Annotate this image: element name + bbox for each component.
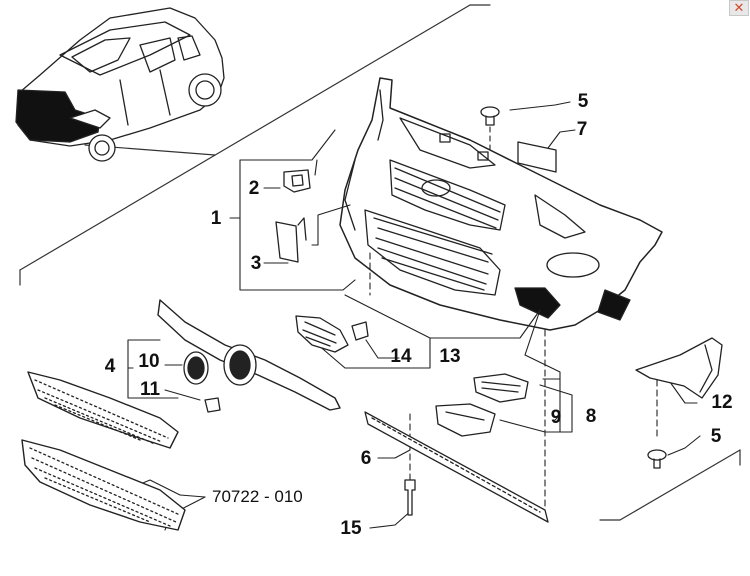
part-6-strip	[364, 411, 549, 523]
part-12-mudguard	[635, 337, 723, 399]
part-3-bracket	[275, 217, 307, 263]
grille-bar	[157, 299, 341, 411]
part-10-badge	[183, 351, 209, 385]
callout-14: 14	[390, 346, 412, 367]
callout-11: 11	[139, 379, 161, 400]
callout-2: 2	[248, 178, 260, 199]
honeycomb-grille-upper	[27, 371, 179, 449]
part-5-bottom-screw	[647, 449, 667, 469]
callout-13: 13	[439, 346, 461, 367]
callout-6: 6	[360, 448, 372, 469]
callout-5-bottom: 5	[710, 426, 722, 447]
honeycomb-grille-lower	[21, 439, 186, 531]
callout-5-top: 5	[577, 91, 589, 112]
part-13-lamp-frame	[295, 315, 349, 353]
callout-7: 7	[576, 119, 588, 140]
callout-1: 1	[210, 208, 222, 229]
part-9-lamp-cover	[473, 373, 529, 403]
part-8-lamp-cover	[435, 403, 496, 437]
part-14-clip	[351, 321, 369, 341]
close-icon[interactable]: ✕	[729, 0, 749, 16]
callout-4: 4	[104, 356, 116, 377]
callout-15: 15	[340, 518, 362, 539]
front-bumper	[339, 77, 663, 331]
car-thumbnail	[15, 7, 225, 162]
callout-8: 8	[585, 406, 597, 427]
part-5-plug	[480, 106, 500, 126]
part-15-fastener	[404, 479, 416, 516]
callout-10: 10	[138, 351, 160, 372]
callout-9: 9	[550, 407, 562, 428]
part-2-bracket	[283, 169, 311, 193]
callout-12: 12	[711, 392, 733, 413]
callout-3: 3	[250, 253, 262, 274]
diagram-reference-code: 70722 - 010	[212, 487, 303, 506]
part-11-clip	[204, 397, 221, 413]
part-7-strip	[517, 141, 557, 173]
leader-lines	[89, 101, 701, 531]
